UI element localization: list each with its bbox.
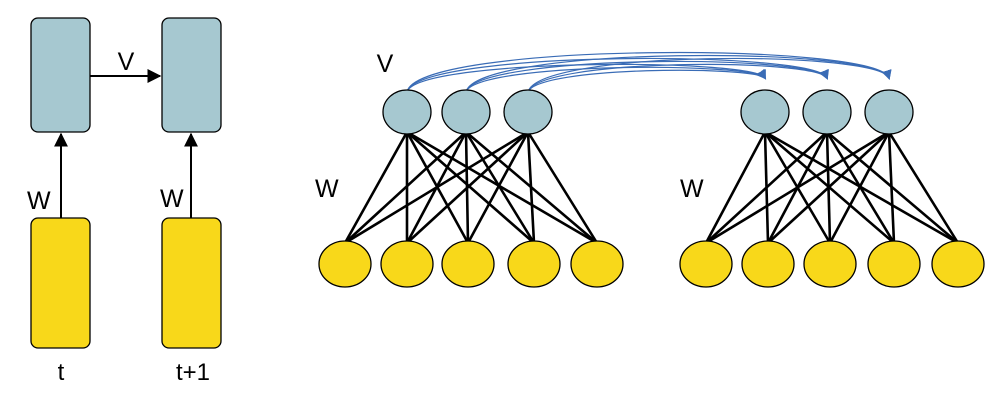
time-label-t: t (58, 359, 65, 386)
weight-line-t1-3-0 (763, 130, 896, 245)
input-unit-t1-1 (741, 240, 795, 288)
weight-line-t-0-1 (343, 130, 468, 245)
recurrent-arc-0-1 (406, 57, 829, 93)
weight-line-t1-4-0 (763, 130, 960, 245)
input-unit-t-1 (380, 240, 434, 288)
hidden-layer (382, 89, 914, 135)
weight-line-t-3-0 (405, 130, 536, 245)
input-unit-t1-4 (931, 240, 985, 288)
weight-line-t1-1-0 (763, 130, 770, 245)
hidden-unit-t1-2 (864, 89, 914, 135)
input-unit-t-4 (570, 240, 624, 288)
right-diagram: V W W (315, 50, 985, 288)
recurrent-label-left: V (118, 48, 135, 76)
weight-line-t1-0-0 (704, 130, 767, 245)
input-unit-t1-3 (867, 240, 921, 288)
weight-line-t-4-2 (526, 130, 599, 245)
recurrent-connections (406, 51, 892, 93)
input-unit-t1-2 (803, 240, 857, 288)
hidden-unit-t-0 (382, 89, 432, 135)
input-unit-t-2 (441, 240, 495, 288)
recurrent-label-right: V (377, 50, 394, 78)
hidden-unit-t-1 (441, 89, 491, 135)
time-label-t1: t+1 (176, 359, 210, 386)
weight-line-t1-4-2 (887, 130, 960, 245)
weight-line-t-2-1 (464, 130, 470, 245)
weight-line-t-2-0 (405, 130, 470, 245)
weight-line-t1-4-1 (825, 130, 960, 245)
recurrent-arc-1-2 (465, 54, 892, 93)
input-unit-t-3 (507, 240, 561, 288)
weight-line-t-2-2 (466, 130, 530, 245)
input-block-t (30, 217, 91, 349)
hidden-block-t (30, 17, 91, 133)
weight-label-t: W (315, 175, 339, 203)
input-unit-t1-0 (679, 240, 733, 288)
weight-label-t1: W (680, 175, 704, 203)
input-block-t1 (161, 217, 222, 349)
hidden-unit-t-2 (503, 89, 553, 135)
input-weight-label-t1: W (160, 185, 184, 213)
left-diagram: V W W t t+1 (27, 17, 222, 386)
weight-line-t-4-0 (405, 130, 599, 245)
recurrent-arc-2-1 (527, 63, 828, 93)
recurrent-arc-2-2 (527, 57, 891, 93)
input-layer (318, 240, 985, 288)
hidden-unit-t1-1 (802, 89, 852, 135)
weight-line-t-4-1 (464, 130, 599, 245)
hidden-block-t1 (161, 17, 222, 133)
input-weight-label-t: W (27, 187, 51, 215)
weight-connections-t (343, 130, 599, 245)
recurrent-arc-2-0 (527, 69, 767, 93)
weight-connections-t1 (704, 130, 960, 245)
hidden-unit-t1-0 (740, 89, 790, 135)
weight-line-t-0-0 (343, 130, 409, 245)
weight-line-t1-2-0 (763, 130, 832, 245)
input-unit-t-0 (318, 240, 372, 288)
